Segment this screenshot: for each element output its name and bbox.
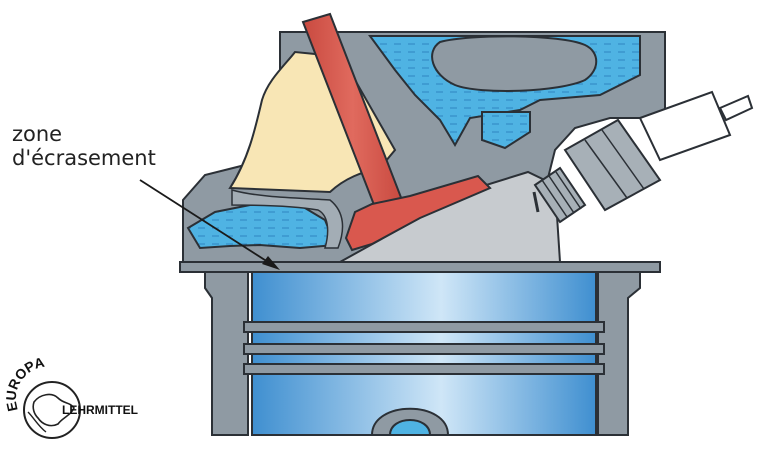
block-left-wall xyxy=(204,271,249,436)
intake-valve xyxy=(301,12,492,252)
piston xyxy=(243,271,605,436)
piston-pin xyxy=(388,419,432,436)
globe-icon xyxy=(23,381,81,439)
spark-plug-hex-nut xyxy=(563,118,662,212)
head-gasket xyxy=(179,261,661,273)
cylinder-block xyxy=(204,271,641,436)
block-right-wall xyxy=(597,271,641,436)
valve-head xyxy=(344,174,492,252)
annotation-line-1: zone xyxy=(12,122,63,146)
spark-plug-terminal xyxy=(718,94,754,122)
annotation-line-2: d'écrasement xyxy=(12,146,156,170)
spark-plug xyxy=(532,90,754,224)
intake-throat-wall xyxy=(231,189,344,249)
squish-zone-leader xyxy=(139,179,280,270)
spark-plug-threads xyxy=(533,166,587,224)
logo-name: LEHRMITTEL xyxy=(62,403,138,417)
piston-ring-1 xyxy=(243,321,605,333)
piston-ring-3 xyxy=(243,363,605,375)
europa-lehrmittel-logo: EUROPA LEHRMITTEL xyxy=(3,352,154,444)
leader-arrowhead xyxy=(262,256,280,270)
coolant-pocket-right xyxy=(481,111,531,150)
piston-ring-2 xyxy=(243,343,605,355)
leader-line xyxy=(139,179,269,263)
spark-plug-insulator xyxy=(638,90,732,162)
coolant-cavity xyxy=(431,35,598,93)
